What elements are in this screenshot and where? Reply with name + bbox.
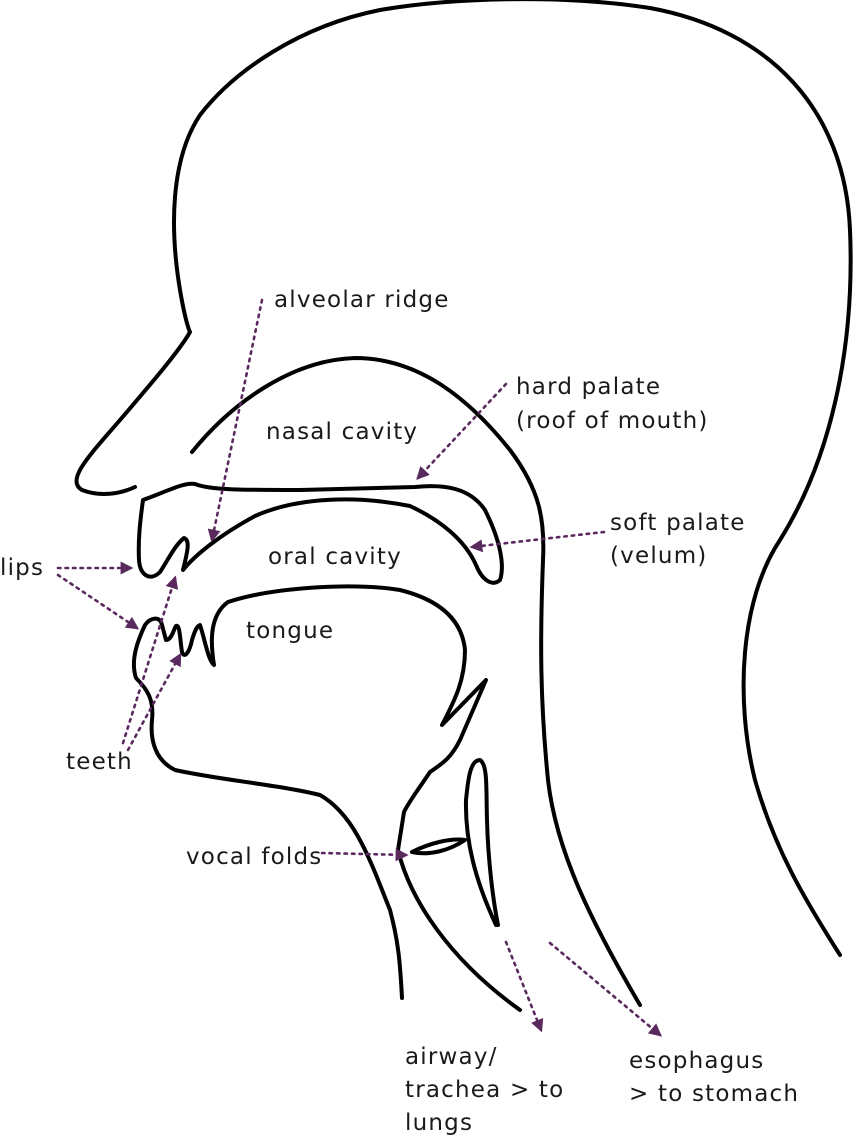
label-esophagus: esophagus bbox=[629, 1048, 764, 1074]
label-soft-palate-note: (velum) bbox=[610, 543, 707, 569]
arrow-vocal-folds bbox=[322, 853, 406, 855]
labels: alveolar ridge hard palate (roof of mout… bbox=[0, 287, 799, 1136]
arrow-teeth-upper bbox=[123, 578, 175, 743]
tongue-jaw-throat bbox=[134, 586, 520, 1010]
label-lips: lips bbox=[0, 555, 44, 581]
label-vocal-folds: vocal folds bbox=[186, 844, 322, 870]
label-airway-trachea: trachea > to bbox=[405, 1077, 564, 1103]
label-hard-palate-note: (roof of mouth) bbox=[516, 408, 709, 434]
label-hard-palate: hard palate bbox=[516, 374, 661, 400]
label-soft-palate: soft palate bbox=[610, 510, 746, 536]
label-airway-lungs: lungs bbox=[405, 1110, 473, 1136]
label-oral-cavity: oral cavity bbox=[268, 544, 402, 570]
arrow-soft-palate bbox=[472, 532, 604, 547]
head-outline bbox=[76, 0, 850, 955]
label-esophagus-stomach: > to stomach bbox=[629, 1081, 799, 1107]
label-tongue: tongue bbox=[246, 618, 334, 644]
vocal-folds-shape bbox=[412, 840, 465, 854]
label-alveolar-ridge: alveolar ridge bbox=[274, 287, 450, 313]
label-teeth: teeth bbox=[66, 749, 133, 775]
arrow-lips-lower bbox=[58, 575, 137, 628]
label-nasal-cavity: nasal cavity bbox=[266, 419, 418, 445]
epiglottis bbox=[466, 760, 498, 925]
nasal-pharynx-wall bbox=[192, 358, 640, 1005]
arrow-airway bbox=[506, 942, 541, 1030]
label-airway: airway/ bbox=[405, 1044, 498, 1070]
arrow-esophagus bbox=[550, 943, 660, 1035]
